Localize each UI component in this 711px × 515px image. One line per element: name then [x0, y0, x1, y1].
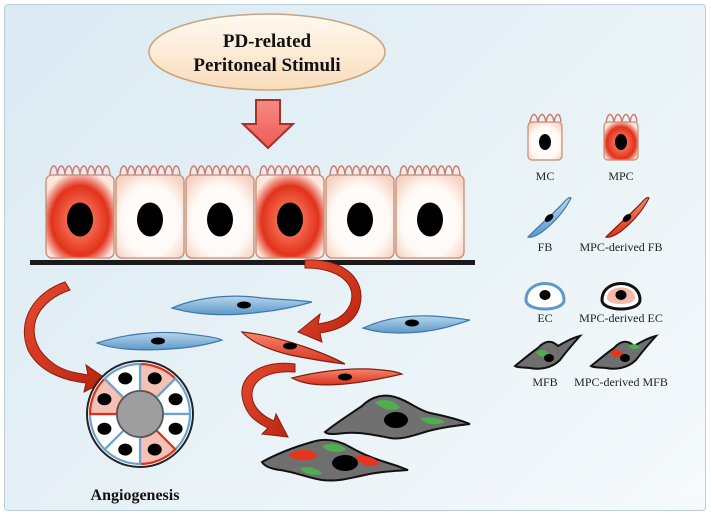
stimulus-bubble: PD-related Peritoneal Stimuli	[148, 13, 386, 91]
angiogenesis-label: Angiogenesis	[91, 487, 180, 504]
down-arrow-icon	[240, 99, 296, 150]
mesothelial-cell	[185, 165, 255, 259]
transition-arrows	[23, 259, 362, 438]
legend-mpc-fb-label: MPC-derived FB	[579, 240, 662, 254]
legend-mfb-label: MFB	[532, 375, 557, 389]
basement-membrane	[30, 260, 475, 265]
curved-arrow-to-vessel-icon	[23, 281, 109, 393]
vessel-lumen	[116, 390, 164, 438]
mesothelial-cell	[395, 165, 465, 259]
legend-fb: FB	[526, 197, 572, 254]
legend-mfb: MFB	[513, 334, 583, 389]
curved-arrow-to-mfb-icon	[241, 362, 296, 438]
cell-nucleus	[97, 422, 112, 435]
legend-mc-label: MC	[536, 169, 555, 183]
mesothelial-monolayer	[45, 165, 465, 259]
cell-nucleus	[168, 422, 183, 435]
cell-nucleus	[147, 372, 162, 385]
fibroblast-cell	[170, 295, 313, 316]
legend-mpc-label: MPC	[608, 169, 633, 183]
fibroblasts	[95, 295, 471, 386]
mpc-derived-myofibroblast-cell	[260, 438, 409, 482]
stimulus-line2: Peritoneal Stimuli	[193, 55, 340, 76]
legend: MC MPC FB MPC-derived FB	[513, 113, 668, 389]
mesothelial-cell	[115, 165, 185, 259]
myofibroblasts	[260, 394, 471, 482]
fibroblast-cell	[361, 315, 471, 334]
legend-mpc-mfb: MPC-derived MFB	[574, 334, 668, 389]
cell-nucleus	[97, 393, 112, 406]
legend-mc: MC	[527, 113, 563, 183]
cell-nucleus	[118, 372, 133, 385]
legend-mpc: MPC	[603, 113, 639, 183]
fibroblast-cell	[95, 331, 224, 351]
cell-nucleus	[147, 443, 162, 456]
stimulus-line1: PD-related	[223, 31, 312, 52]
myofibroblast-cell	[323, 394, 471, 440]
legend-mpc-mfb-label: MPC-derived MFB	[574, 375, 668, 389]
legend-ec-label: EC	[537, 311, 552, 325]
curved-arrow-to-mpc-fb-icon	[297, 259, 362, 343]
cell-nucleus	[118, 443, 133, 456]
blood-vessel-cross-section	[86, 360, 194, 468]
mesothelial-cell	[325, 165, 395, 259]
legend-fb-label: FB	[538, 240, 553, 254]
mpc-cell	[255, 165, 325, 259]
mpc-derived-fibroblast-cell	[290, 368, 404, 386]
legend-ec: EC	[524, 282, 566, 325]
legend-mpc-fb: MPC-derived FB	[579, 197, 663, 254]
legend-mpc-ec: MPC-derived EC	[579, 282, 663, 325]
legend-mpc-ec-label: MPC-derived EC	[579, 311, 663, 325]
cell-nucleus	[168, 393, 183, 406]
mpc-derived-fibroblast-cell	[240, 331, 346, 365]
mpc-cell	[45, 165, 115, 259]
